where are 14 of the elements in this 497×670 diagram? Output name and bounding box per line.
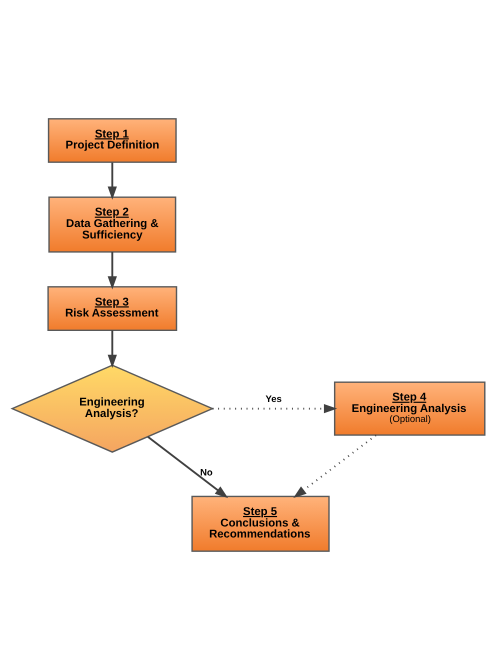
node-box: Step 2 Data Gathering & Sufficiency [48, 196, 176, 253]
arrow [293, 434, 376, 498]
node-box: Step 4 Engineering Analysis (Optional) [334, 382, 486, 436]
arrow [147, 436, 228, 498]
node-box: Step 5 Conclusions & Recommendations [191, 496, 330, 552]
arrow [108, 330, 117, 368]
node-box: Step 1 Project Definition [48, 118, 177, 163]
node-box: Step 3 Risk Assessment [47, 286, 178, 331]
arrow [108, 162, 117, 200]
edge-label: No [200, 468, 213, 479]
arrow [212, 404, 338, 414]
edge-label: Yes [265, 394, 282, 406]
arrow [108, 252, 117, 290]
node-diamond: Engineering Analysis? [10, 364, 214, 453]
